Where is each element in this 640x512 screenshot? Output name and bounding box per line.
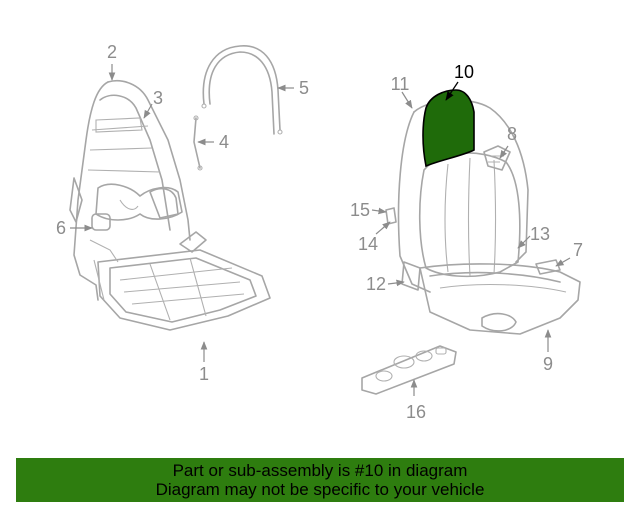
callout-14: 14 — [358, 234, 378, 254]
callout-16: 16 — [406, 402, 426, 422]
callout-10: 10 — [454, 62, 474, 82]
banner-line-1: Part or sub-assembly is #10 in diagram — [172, 461, 468, 480]
callout-11: 11 — [391, 74, 410, 94]
callouts: 1 2 3 4 5 6 7 8 9 10 11 12 13 14 15 16 — [56, 42, 583, 422]
banner-line-2: Diagram may not be specific to your vehi… — [155, 480, 485, 499]
callout-15: 15 — [350, 200, 370, 220]
callout-9: 9 — [543, 354, 553, 374]
seat-frame-assembly — [69, 80, 271, 331]
callout-3: 3 — [153, 88, 163, 108]
callout-1: 1 — [199, 364, 209, 384]
control-switch-panel — [361, 345, 457, 395]
seat-parts-diagram: 1 2 3 4 5 6 7 8 9 10 11 12 13 14 15 16 — [56, 42, 583, 422]
headrest-cover-highlight — [422, 89, 475, 168]
callout-8: 8 — [507, 124, 517, 144]
callout-5: 5 — [299, 78, 309, 98]
callout-13: 13 — [530, 224, 550, 244]
cable-parts — [193, 45, 283, 171]
callout-4: 4 — [219, 132, 229, 152]
assembled-seat — [385, 89, 581, 335]
callout-7: 7 — [573, 240, 583, 260]
info-banner: Part or sub-assembly is #10 in diagram D… — [16, 458, 624, 502]
callout-6: 6 — [56, 218, 66, 238]
callout-12: 12 — [366, 274, 386, 294]
callout-2: 2 — [107, 42, 117, 62]
